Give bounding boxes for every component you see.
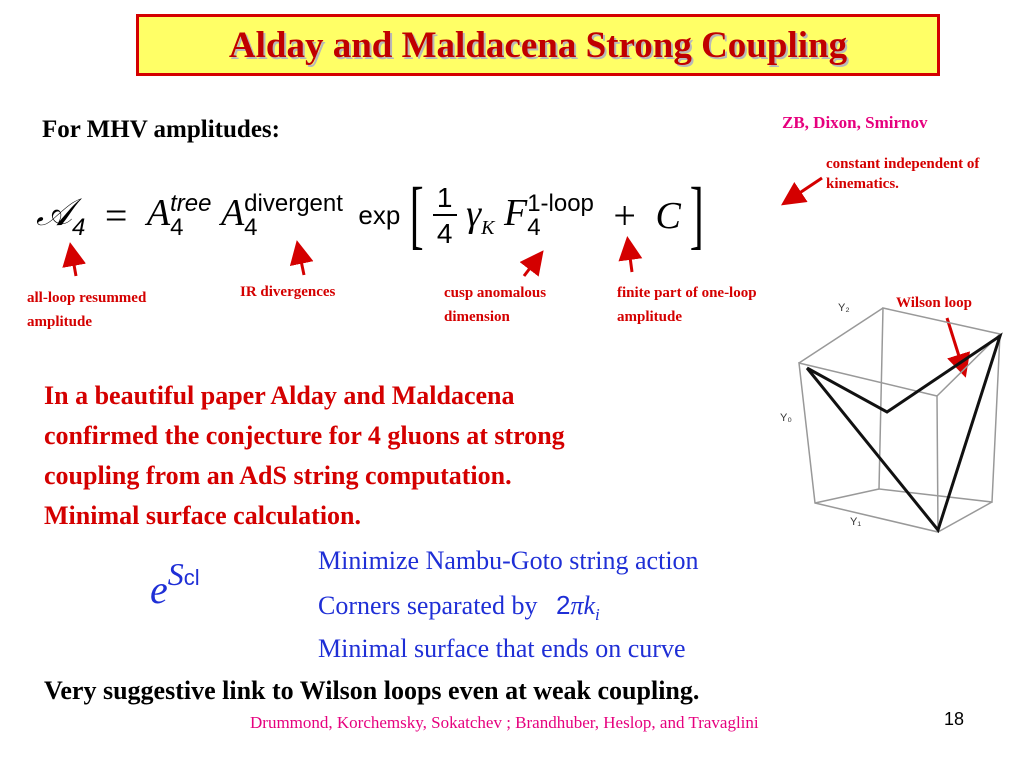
paragraph-line-2: confirmed the conjecture for 4 gluons at… <box>44 421 565 450</box>
arrow-all-loop <box>62 242 86 277</box>
bullet-nambu-goto: Minimize Nambu-Goto string action <box>318 546 699 575</box>
note-cusp: cusp anomalous dimension <box>444 285 547 325</box>
paragraph-line-1: In a beautiful paper Alday and Maldacena <box>44 381 515 410</box>
arrow-finite <box>618 236 643 273</box>
paragraph-line-4: Minimal surface calculation. <box>44 501 362 530</box>
note-constant: constant independent of kinematics. <box>826 156 980 192</box>
title-box: Alday and Maldacena Strong Coupling <box>136 14 940 76</box>
label-y2: Y₂ <box>838 302 850 314</box>
label-y0: Y₀ <box>780 412 792 424</box>
bullet-minimal-surface: Minimal surface that ends on curve <box>318 634 686 663</box>
note-all-loop: all-loop resummed amplitude <box>27 290 147 330</box>
arrow-constant <box>781 176 823 206</box>
label-y1: Y₁ <box>850 516 862 528</box>
arrow-ir <box>289 240 314 276</box>
formula-gamma: γK <box>466 192 495 239</box>
formula-plus: + <box>613 193 636 238</box>
formula-bracket-right: ] <box>690 173 704 257</box>
section-heading: For MHV amplitudes: <box>42 116 280 143</box>
classical-action: eScl <box>150 556 200 612</box>
formula-fraction: 1 4 <box>432 182 457 250</box>
citation-bottom: Drummond, Korchemsky, Sokatchev ; Brandh… <box>250 713 759 732</box>
paragraph-line-3: coupling from an AdS string computation. <box>44 461 512 490</box>
formula-bracket-left: [ <box>409 173 424 257</box>
formula-exp: exp <box>358 200 401 230</box>
slide-title: Alday and Maldacena Strong Coupling <box>228 24 848 66</box>
note-wilson-loop: Wilson loop <box>896 295 973 311</box>
note-finite-part: finite part of one-loop amplitude <box>617 285 757 325</box>
citation-top: ZB, Dixon, Smirnov <box>782 113 928 132</box>
footer-statement: Very suggestive link to Wilson loops eve… <box>44 676 700 705</box>
bullet-corners: Corners separated by 2πki <box>318 590 600 624</box>
page-number: 18 <box>944 709 965 729</box>
cube-diagram <box>798 307 1003 534</box>
formula-equals: = <box>104 193 128 238</box>
formula-C: C <box>655 194 681 237</box>
arrow-cusp <box>519 250 544 277</box>
formula-A: 𝒜4 <box>36 189 86 241</box>
wilson-loop-path <box>805 332 1003 534</box>
note-ir-divergences: IR divergences <box>240 284 336 300</box>
paragraph: In a beautiful paper Alday and Maldacena… <box>44 376 764 536</box>
wilson-loop-figure: Y₂ Y₀ Y₁ <box>770 288 1010 538</box>
